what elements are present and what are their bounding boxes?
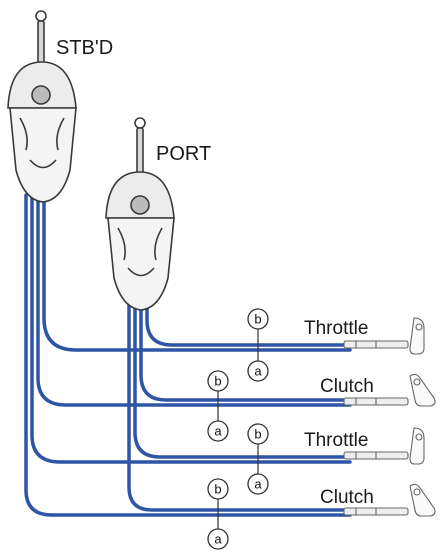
svg-text:b: b xyxy=(254,312,261,327)
port-cable-1 xyxy=(145,303,352,347)
marker-leaders xyxy=(217,326,259,530)
port-cable-4 xyxy=(127,303,352,512)
throttle-arm-icon xyxy=(409,317,425,355)
throttle-arm-icon xyxy=(409,427,425,465)
stbd-label: STB'D xyxy=(56,37,113,59)
marker-a: a xyxy=(207,420,229,442)
stbd-control-lever-icon xyxy=(7,10,77,203)
svg-text:a: a xyxy=(214,424,222,439)
marker-b: b xyxy=(247,308,269,330)
cable-label-clutch: Clutch xyxy=(320,487,374,508)
stbd-cable-3 xyxy=(30,193,352,464)
port-control-lever-icon xyxy=(105,117,175,311)
port-label: PORT xyxy=(156,143,211,165)
cable-label-throttle: Throttle xyxy=(304,430,368,451)
svg-text:b: b xyxy=(254,427,261,442)
marker-a: a xyxy=(247,360,269,382)
marker-b: b xyxy=(207,478,229,500)
clutch-arm-icon xyxy=(409,483,436,517)
svg-text:a: a xyxy=(254,477,262,492)
cable-label-clutch: Clutch xyxy=(320,376,374,397)
marker-a: a xyxy=(207,528,229,550)
port-cable-3 xyxy=(133,303,352,459)
svg-text:b: b xyxy=(214,482,221,497)
cable-end-fittings xyxy=(343,317,436,517)
stbd-cable-2 xyxy=(36,193,352,407)
svg-text:b: b xyxy=(214,374,221,389)
marker-group: b a b a b a b a xyxy=(207,308,269,550)
marker-a: a xyxy=(247,473,269,495)
stbd-cable-4 xyxy=(24,193,352,517)
clutch-arm-icon xyxy=(409,373,436,407)
cable-label-throttle: Throttle xyxy=(304,318,368,339)
stbd-cable-1 xyxy=(42,193,352,352)
cable-bundle xyxy=(24,193,352,517)
svg-text:a: a xyxy=(254,364,262,379)
marker-b: b xyxy=(247,423,269,445)
marker-b: b xyxy=(207,370,229,392)
svg-text:a: a xyxy=(214,532,222,547)
port-cable-2 xyxy=(139,303,352,402)
